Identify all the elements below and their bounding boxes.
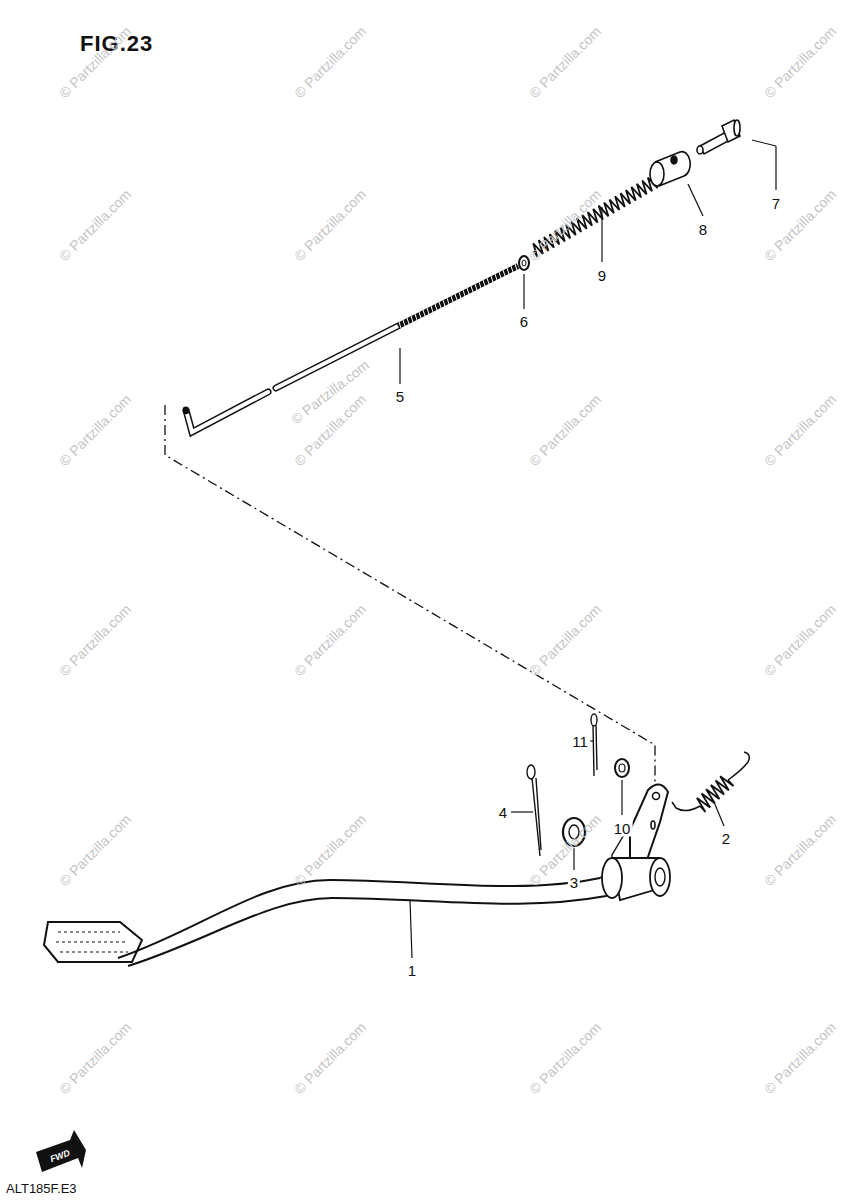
drawing-code: ALT185F.E3 [6,1181,77,1196]
assembly-line [165,405,655,800]
callout-number: 11 [570,733,590,750]
watermark: © Partzilla.com [761,391,839,469]
callout-number: 9 [596,267,608,284]
watermark: © Partzilla.com [56,1019,134,1097]
watermark: © Partzilla.com [291,23,369,101]
watermark: © Partzilla.com [761,1019,839,1097]
watermark: © Partzilla.com [291,1019,369,1097]
watermark: © Partzilla.com [761,23,839,101]
cotter-pin [527,765,541,856]
callout-number: 3 [568,874,580,891]
watermark: © Partzilla.com [761,601,839,679]
joint [650,152,690,186]
cotter-pin [591,714,597,776]
watermark: © Partzilla.com [526,601,604,679]
leader-lines [400,140,776,958]
watermark: © Partzilla.com [291,601,369,679]
forward-label: FWD [49,1148,72,1164]
watermark: © Partzilla.com [56,601,134,679]
callout-number: 4 [497,804,509,821]
watermark: © Partzilla.com [526,186,604,264]
brake-pedal [44,784,670,966]
watermark: © Partzilla.com [291,186,369,264]
watermark: © Partzilla.com [526,811,604,889]
watermark: © Partzilla.com [56,186,134,264]
watermark: © Partzilla.com [56,391,134,469]
callout-number: 5 [394,388,406,405]
washer [519,256,529,270]
callout-number: 2 [720,830,732,847]
return-spring [697,776,734,812]
watermark: © Partzilla.com [291,811,369,889]
washer [615,759,629,777]
callout-number: 6 [518,313,530,330]
watermark: © Partzilla.com [526,391,604,469]
callout-number: 8 [697,221,709,238]
pin [697,120,740,154]
watermark: © Partzilla.com [761,811,839,889]
watermark: © Partzilla.com [526,1019,604,1097]
watermark: © Partzilla.com [56,811,134,889]
callout-number: 10 [612,820,633,837]
forward-arrow [36,1130,86,1172]
watermark: © Partzilla.com [526,23,604,101]
callout-number: 1 [406,962,418,979]
callout-number: 7 [770,195,782,212]
